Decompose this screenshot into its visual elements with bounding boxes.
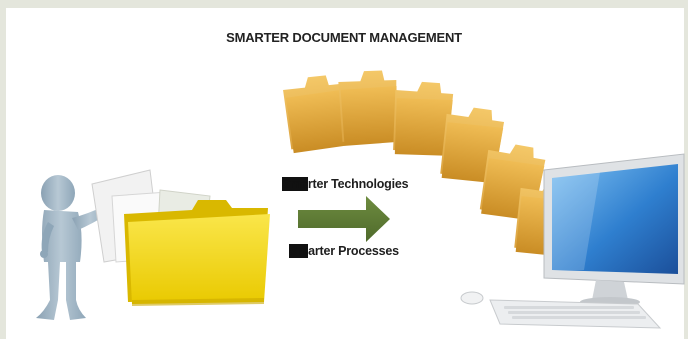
person-figure-icon [36,175,108,320]
redaction-highlight: Sma [282,177,308,191]
right-arrow-icon [298,196,390,242]
label-text: arter Processes [308,244,399,258]
desktop-computer-icon [543,153,685,307]
orange-folder-icon [283,70,579,258]
redaction-highlight: Sm [289,244,309,258]
label-text: rter Technologies [307,177,409,191]
diagram-title: SMARTER DOCUMENT MANAGEMENT [226,30,462,45]
keyboard-icon [489,299,662,329]
mouse-icon [460,291,484,305]
yellow-folder-icon [124,200,270,306]
